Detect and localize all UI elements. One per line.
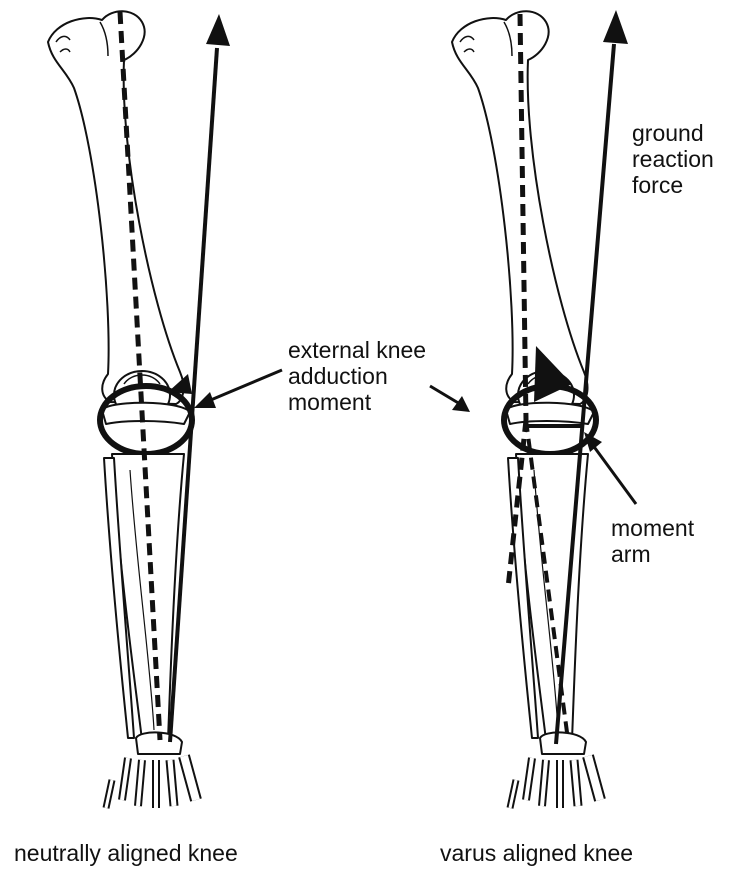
ground-reaction-force-label: ground reaction force: [632, 120, 714, 198]
moment-arm-label: moment arm: [611, 515, 694, 567]
right-leg-skeleton: [452, 11, 600, 808]
kam-left-pointer-head: [194, 392, 216, 408]
kam-line-1: external knee: [288, 337, 426, 363]
left-grf-arrowhead: [206, 14, 230, 46]
grf-line-1: ground: [632, 120, 714, 146]
right-grf-arrowhead: [603, 10, 628, 44]
arm-line-2: arm: [611, 541, 694, 567]
neutral-knee-caption: neutrally aligned knee: [14, 840, 238, 867]
external-knee-adduction-moment-label: external knee adduction moment: [288, 337, 426, 415]
grf-line-2: reaction: [632, 146, 714, 172]
kam-line-3: moment: [288, 389, 426, 415]
varus-knee-figure: [452, 10, 628, 808]
kam-right-pointer-head: [452, 396, 470, 412]
arm-line-1: moment: [611, 515, 694, 541]
varus-knee-caption: varus aligned knee: [440, 840, 633, 867]
grf-line-3: force: [632, 172, 714, 198]
neutral-knee-figure: [48, 11, 230, 808]
kam-line-2: adduction: [288, 363, 426, 389]
